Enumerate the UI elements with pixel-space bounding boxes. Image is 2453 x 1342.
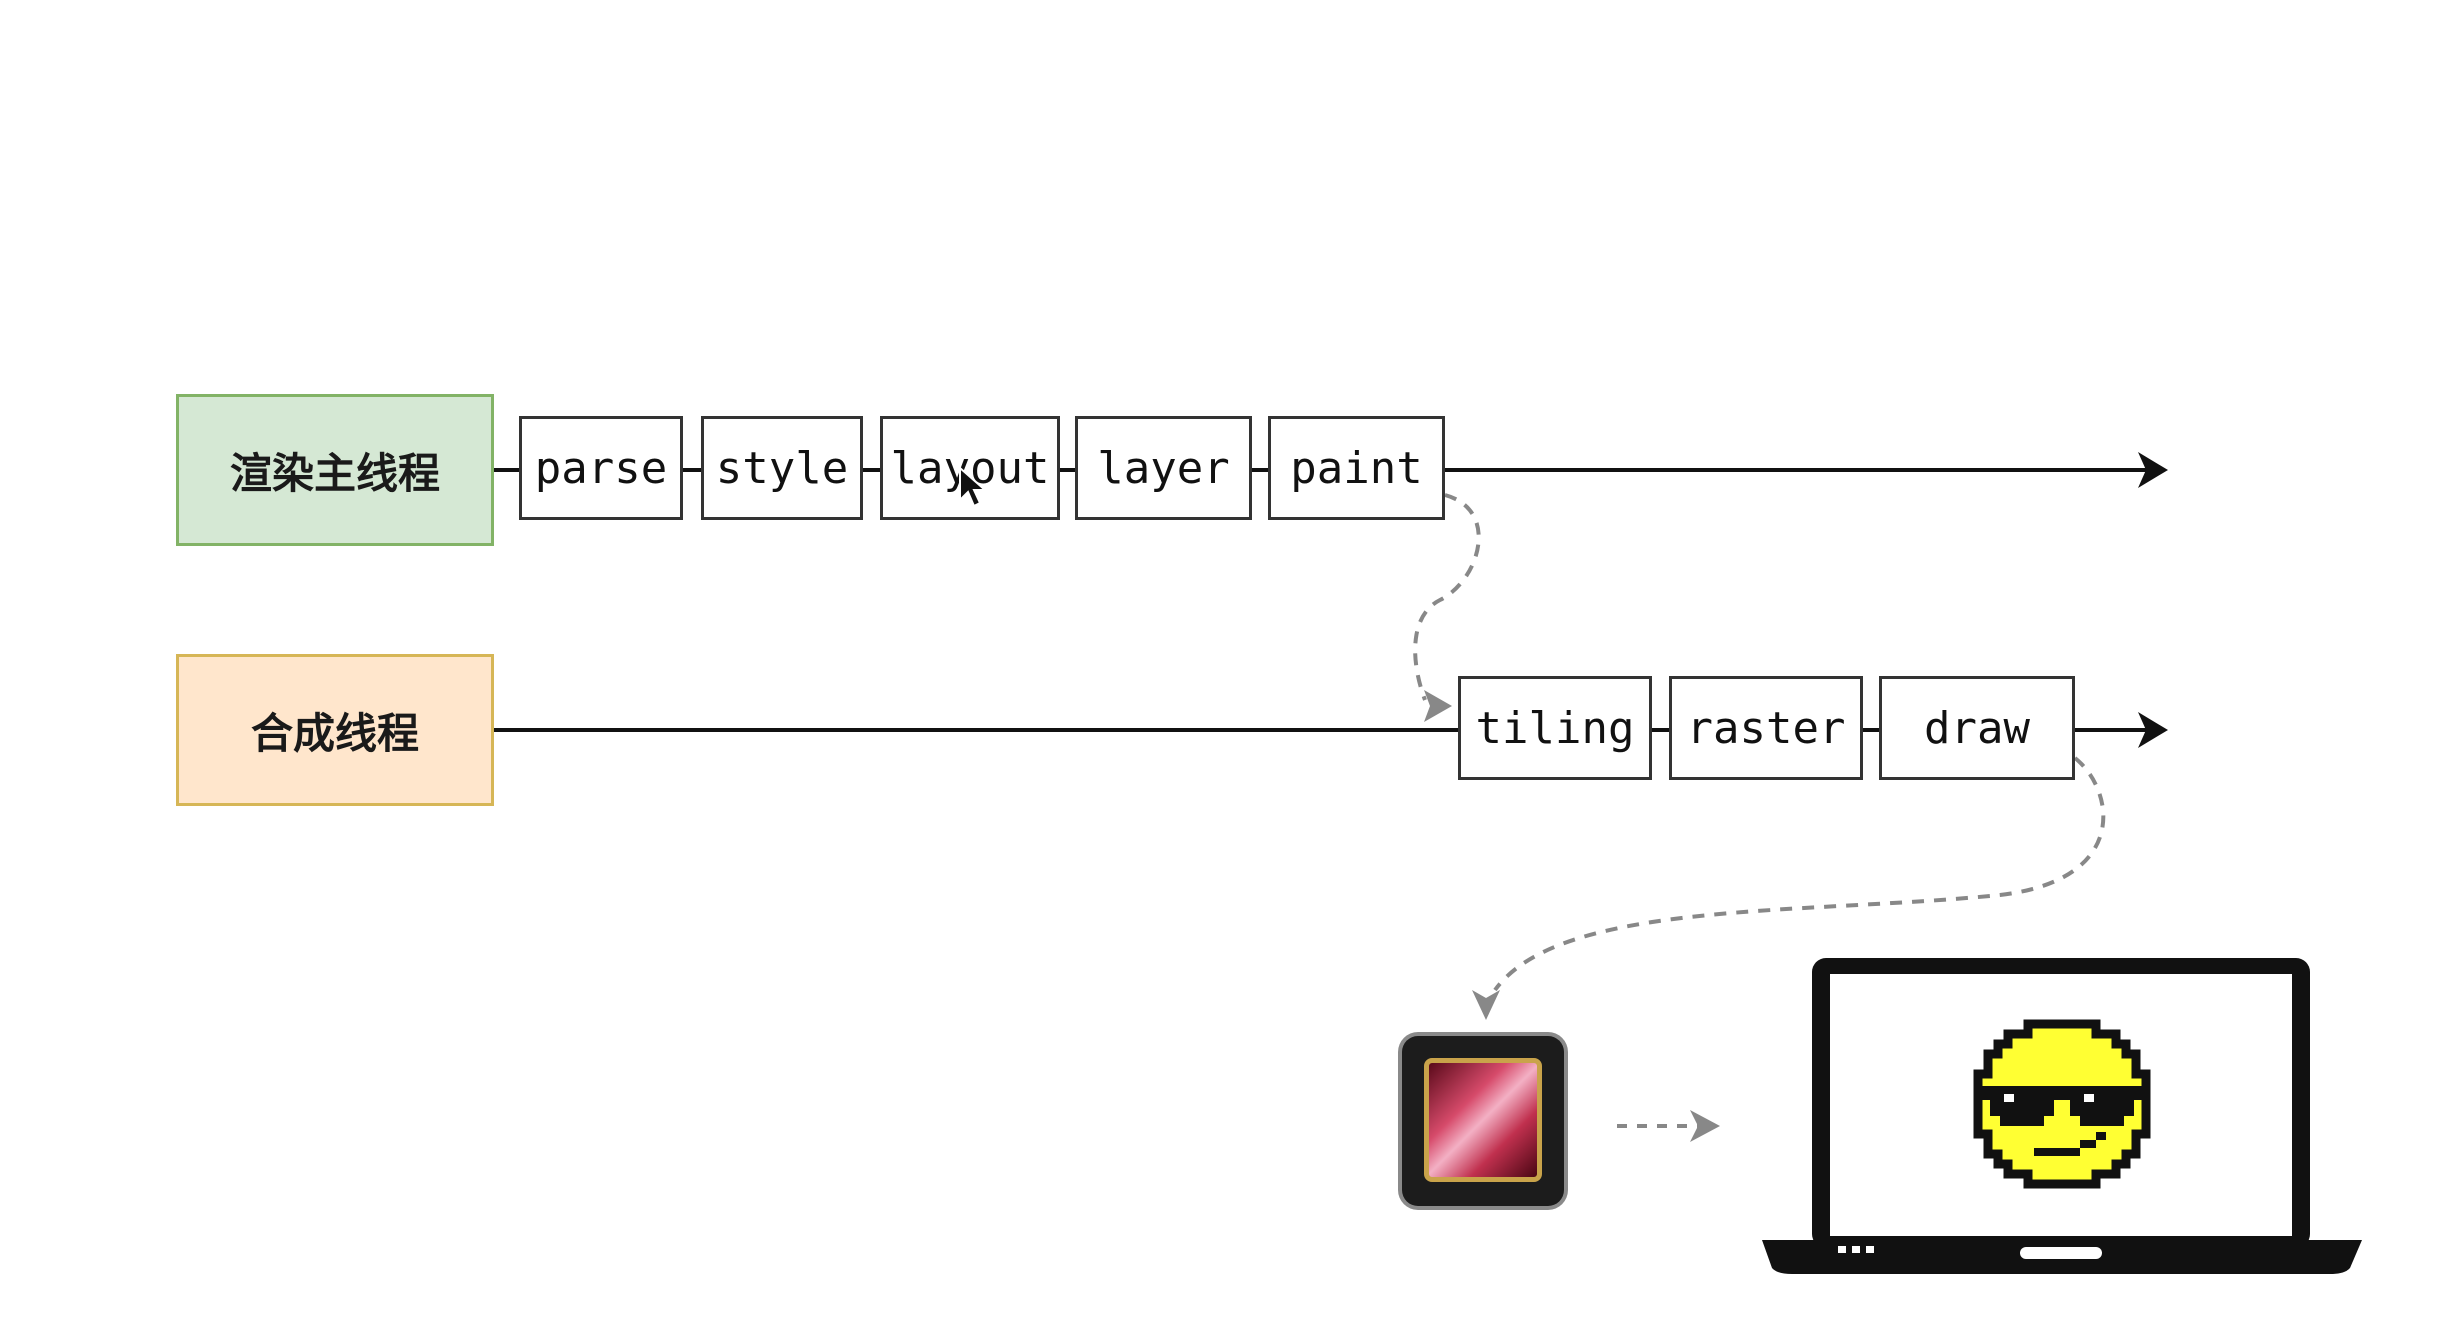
stage-raster: raster: [1669, 676, 1863, 780]
main-thread-label: 渲染主线程: [229, 448, 440, 498]
stage-paint: paint: [1268, 416, 1445, 520]
draw-to-gpu-arrowhead: [1472, 990, 1500, 1020]
compositor-thread-label: 合成线程: [250, 708, 419, 758]
main-thread-box: 渲染主线程: [176, 394, 494, 546]
stage-layout: layout: [880, 416, 1060, 520]
stage-draw-label: draw: [1924, 702, 2030, 754]
main-thread-arrowhead: [2138, 452, 2168, 488]
mouse-cursor-icon: [959, 466, 988, 508]
sunglasses-smiley-icon: [1973, 1019, 2151, 1189]
stage-layer-label: layer: [1097, 442, 1230, 494]
stage-style: style: [701, 416, 863, 520]
stage-draw: draw: [1879, 676, 2075, 780]
stage-tiling-label: tiling: [1475, 702, 1635, 754]
draw-to-gpu-connector: [1493, 756, 2106, 992]
gpu-die: [1424, 1058, 1542, 1182]
gpu-to-screen-arrowhead: [1690, 1110, 1720, 1142]
stage-raster-label: raster: [1686, 702, 1846, 754]
compositor-thread-arrowhead: [2138, 712, 2168, 748]
compositor-thread-box: 合成线程: [176, 654, 494, 806]
stage-parse: parse: [519, 416, 683, 520]
paint-to-tiling-arrowhead: [1424, 690, 1452, 722]
paint-to-tiling-connector: [1413, 493, 1481, 701]
stage-parse-label: parse: [534, 442, 668, 494]
stage-layer: layer: [1075, 416, 1252, 520]
gpu-chip-icon: [1402, 1036, 1564, 1206]
stage-tiling: tiling: [1458, 676, 1652, 780]
stage-style-label: style: [715, 442, 849, 494]
stage-paint-label: paint: [1290, 442, 1423, 494]
